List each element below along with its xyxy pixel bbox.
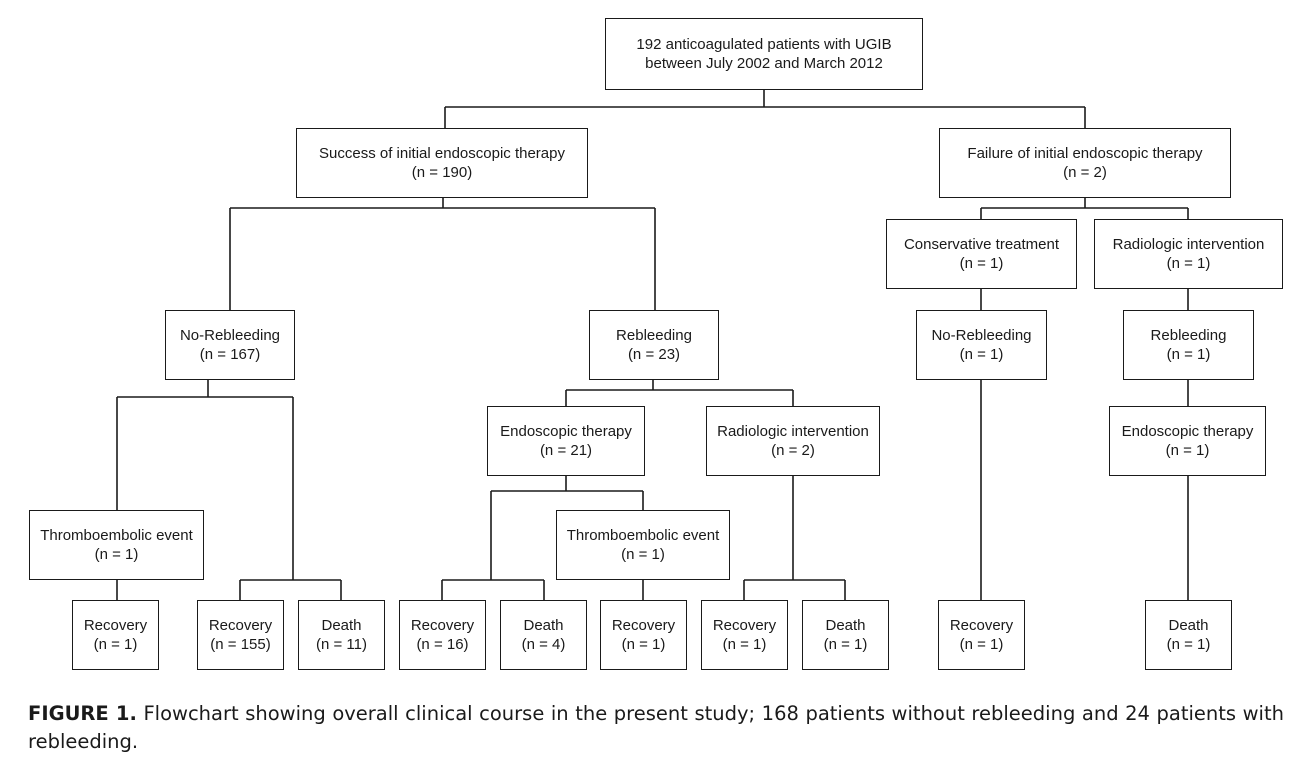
node-rebleeding-f-line1: Rebleeding	[1150, 327, 1227, 344]
node-death-4-line1: Death	[523, 617, 564, 634]
node-recovery-1b: Recovery (n = 1)	[600, 600, 687, 670]
node-recovery-16-line2: (n = 16)	[416, 636, 469, 653]
node-endoscopic-r: Endoscopic therapy (n = 21)	[487, 406, 645, 476]
node-death-1b-line1: Death	[1168, 617, 1209, 634]
node-recovery-1: Recovery (n = 1)	[72, 600, 159, 670]
node-thrombo-nr: Thromboembolic event (n = 1)	[29, 510, 204, 580]
node-recovery-1c: Recovery (n = 1)	[701, 600, 788, 670]
node-death-11-line2: (n = 11)	[316, 636, 367, 653]
node-rebleeding-line2: (n = 23)	[627, 346, 681, 363]
node-root-line1: 192 anticoagulated patients with UGIB	[636, 36, 892, 53]
node-endoscopic-f-line2: (n = 1)	[1165, 442, 1210, 459]
node-thrombo-r-line2: (n = 1)	[621, 546, 665, 563]
node-death-1b: Death (n = 1)	[1145, 600, 1232, 670]
node-no-rebleeding-f-line1: No-Rebleeding	[931, 327, 1032, 344]
node-recovery-1c-line2: (n = 1)	[722, 636, 767, 653]
node-radiologic-r-line2: (n = 2)	[771, 442, 815, 459]
node-success-line1: Success of initial endoscopic therapy	[319, 145, 565, 162]
node-endoscopic-f-line1: Endoscopic therapy	[1121, 423, 1254, 440]
flowchart-connectors	[116, 90, 1189, 600]
node-rebleeding-f: Rebleeding (n = 1)	[1123, 310, 1254, 380]
node-radiologic-f-line1: Radiologic intervention	[1112, 236, 1265, 253]
node-radiologic-r-line1: Radiologic intervention	[717, 423, 869, 440]
node-conservative-line1: Conservative treatment	[903, 236, 1060, 253]
node-endoscopic-r-line2: (n = 21)	[539, 442, 593, 459]
node-conservative: Conservative treatment (n = 1)	[886, 219, 1077, 289]
node-death-4-line2: (n = 4)	[521, 636, 566, 653]
node-thrombo-r: Thromboembolic event (n = 1)	[556, 510, 730, 580]
node-no-rebleeding-line1: No-Rebleeding	[179, 327, 281, 344]
figure-label: FIGURE 1.	[28, 702, 137, 725]
node-thrombo-nr-line2: (n = 1)	[94, 546, 139, 563]
node-recovery-1b-line1: Recovery	[611, 617, 676, 634]
node-recovery-1b-line2: (n = 1)	[621, 636, 666, 653]
node-rebleeding-line1: Rebleeding	[616, 327, 692, 344]
node-rebleeding: Rebleeding (n = 23)	[589, 310, 719, 380]
node-radiologic-r: Radiologic intervention (n = 2)	[706, 406, 880, 476]
node-radiologic-f-line2: (n = 1)	[1166, 255, 1211, 272]
node-success-line2: (n = 190)	[411, 164, 473, 181]
node-recovery-155: Recovery (n = 155)	[197, 600, 284, 670]
node-recovery-155-line2: (n = 155)	[210, 636, 271, 653]
node-root: 192 anticoagulated patients with UGIB bet…	[605, 18, 923, 90]
node-recovery-16-line1: Recovery	[410, 617, 475, 634]
node-no-rebleeding-line2: (n = 167)	[199, 346, 261, 363]
node-no-rebleeding-f: No-Rebleeding (n = 1)	[916, 310, 1047, 380]
node-recovery-1c-line1: Recovery	[712, 617, 777, 634]
node-conservative-line2: (n = 1)	[959, 255, 1004, 272]
node-recovery-1-line1: Recovery	[83, 617, 148, 634]
node-rebleeding-f-line2: (n = 1)	[1166, 346, 1211, 363]
node-thrombo-nr-line1: Thromboembolic event	[40, 527, 193, 544]
node-recovery-16: Recovery (n = 16)	[399, 600, 486, 670]
figure-caption-text: Flowchart showing overall clinical cours…	[28, 702, 1284, 753]
node-recovery-1d: Recovery (n = 1)	[938, 600, 1025, 670]
node-death-1b-line2: (n = 1)	[1166, 636, 1211, 653]
node-recovery-155-line1: Recovery	[208, 617, 273, 634]
node-failure: Failure of initial endoscopic therapy (n …	[939, 128, 1231, 198]
node-death-1a-line1: Death	[825, 617, 866, 634]
node-recovery-1d-line2: (n = 1)	[959, 636, 1004, 653]
node-success: Success of initial endoscopic therapy (n …	[296, 128, 588, 198]
node-no-rebleeding-f-line2: (n = 1)	[959, 346, 1004, 363]
node-failure-line2: (n = 2)	[1063, 164, 1107, 181]
node-root-line2: between July 2002 and March 2012	[645, 55, 883, 72]
node-failure-line1: Failure of initial endoscopic therapy	[967, 145, 1203, 162]
flowchart: 192 anticoagulated patients with UGIB bet…	[29, 18, 1283, 670]
node-endoscopic-r-line1: Endoscopic therapy	[500, 423, 632, 440]
node-endoscopic-f: Endoscopic therapy (n = 1)	[1109, 406, 1266, 476]
node-death-4: Death (n = 4)	[500, 600, 587, 670]
node-death-11: Death (n = 11)	[298, 600, 385, 670]
node-thrombo-r-line1: Thromboembolic event	[566, 527, 720, 544]
node-death-11-line1: Death	[321, 617, 362, 634]
node-radiologic-f: Radiologic intervention (n = 1)	[1094, 219, 1283, 289]
figure-caption: FIGURE 1. Flowchart showing overall clin…	[28, 700, 1284, 756]
node-death-1a: Death (n = 1)	[802, 600, 889, 670]
node-recovery-1-line2: (n = 1)	[93, 636, 138, 653]
node-death-1a-line2: (n = 1)	[823, 636, 868, 653]
node-recovery-1d-line1: Recovery	[949, 617, 1014, 634]
node-no-rebleeding: No-Rebleeding (n = 167)	[165, 310, 295, 380]
